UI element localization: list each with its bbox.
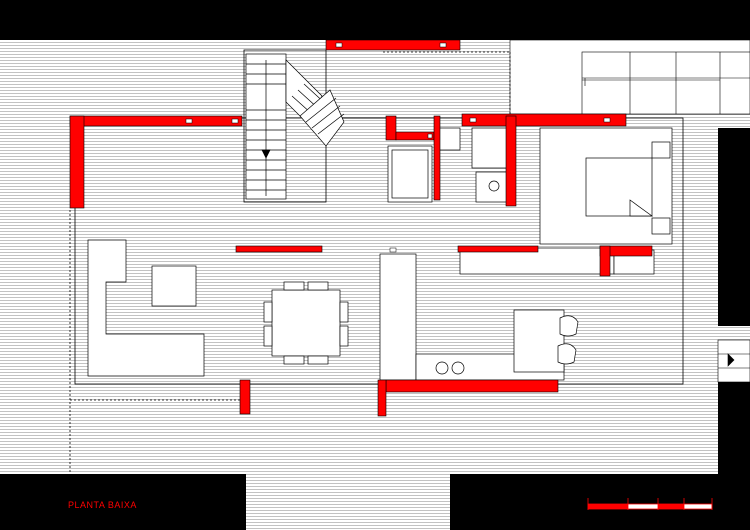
bathroom bbox=[387, 127, 513, 203]
drawing-title: PLANTA BAIXA bbox=[68, 500, 137, 510]
sofa bbox=[87, 239, 205, 377]
north-arrow-icon bbox=[717, 339, 750, 383]
dining-table bbox=[263, 281, 349, 365]
annex-grid bbox=[509, 39, 750, 115]
kitchen bbox=[379, 253, 579, 381]
bedroom bbox=[459, 127, 673, 275]
coffee-table bbox=[151, 265, 197, 307]
wall-markers bbox=[185, 42, 611, 253]
stair-icon bbox=[245, 53, 345, 200]
walls bbox=[69, 39, 653, 417]
scale-bar-icon bbox=[587, 498, 713, 510]
